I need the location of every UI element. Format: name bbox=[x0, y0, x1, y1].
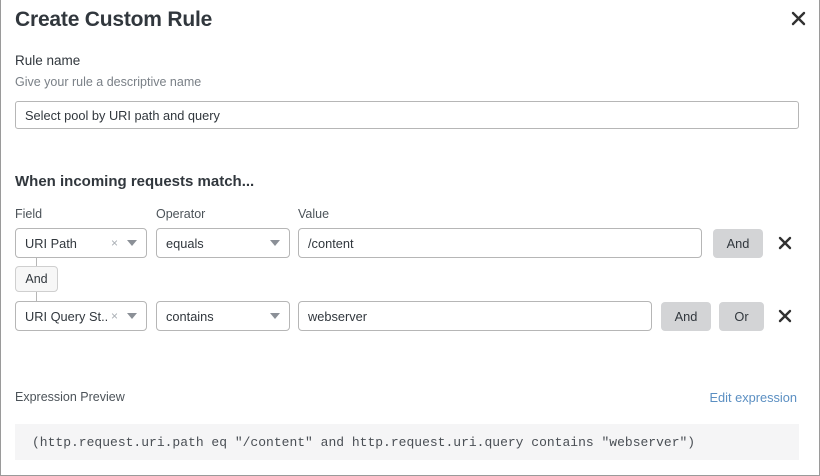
operator-select-row2[interactable]: contains bbox=[156, 301, 290, 331]
delete-condition-row2-icon[interactable] bbox=[775, 301, 795, 331]
chevron-down-icon bbox=[270, 240, 280, 246]
field-select-row2[interactable]: URI Query St... × bbox=[15, 301, 147, 331]
condition-row: URI Query St... × contains And Or bbox=[1, 301, 819, 333]
column-header-field: Field bbox=[15, 207, 43, 221]
clear-icon[interactable]: × bbox=[110, 236, 118, 250]
value-input-row2[interactable] bbox=[298, 301, 652, 331]
field-select-row1[interactable]: URI Path × bbox=[15, 228, 147, 258]
clear-icon[interactable]: × bbox=[110, 309, 118, 323]
operator-select-row1[interactable]: equals bbox=[156, 228, 290, 258]
and-button-row2[interactable]: And bbox=[661, 302, 711, 331]
condition-row: URI Path × equals And bbox=[1, 228, 819, 260]
expression-preview-text: (http.request.uri.path eq "/content" and… bbox=[15, 424, 799, 460]
chevron-down-icon bbox=[127, 240, 137, 246]
delete-condition-row1-icon[interactable] bbox=[775, 228, 795, 258]
field-select-row1-value: URI Path bbox=[25, 235, 77, 251]
operator-select-row1-value: equals bbox=[166, 235, 204, 251]
chevron-down-icon bbox=[270, 313, 280, 319]
connector-line-bottom bbox=[36, 292, 37, 301]
value-input-row1[interactable] bbox=[298, 228, 702, 258]
rule-name-hint: Give your rule a descriptive name bbox=[15, 75, 202, 89]
operator-select-row2-value: contains bbox=[166, 308, 214, 324]
close-icon[interactable] bbox=[785, 5, 811, 31]
connector-line-top bbox=[36, 258, 37, 267]
expression-preview-label: Expression Preview bbox=[15, 390, 125, 404]
rule-name-label: Rule name bbox=[15, 53, 81, 68]
and-button-row1[interactable]: And bbox=[713, 229, 763, 258]
edit-expression-link[interactable]: Edit expression bbox=[709, 390, 798, 405]
column-header-operator: Operator bbox=[156, 207, 206, 221]
or-button-row2[interactable]: Or bbox=[719, 302, 764, 331]
field-select-row2-value: URI Query St... bbox=[25, 308, 107, 324]
dialog-title: Create Custom Rule bbox=[15, 8, 213, 31]
rule-name-input[interactable] bbox=[15, 101, 799, 129]
chevron-down-icon bbox=[127, 313, 137, 319]
group-connector-and[interactable]: And bbox=[15, 266, 58, 292]
match-section-heading: When incoming requests match... bbox=[15, 173, 255, 190]
column-header-value: Value bbox=[298, 207, 330, 221]
